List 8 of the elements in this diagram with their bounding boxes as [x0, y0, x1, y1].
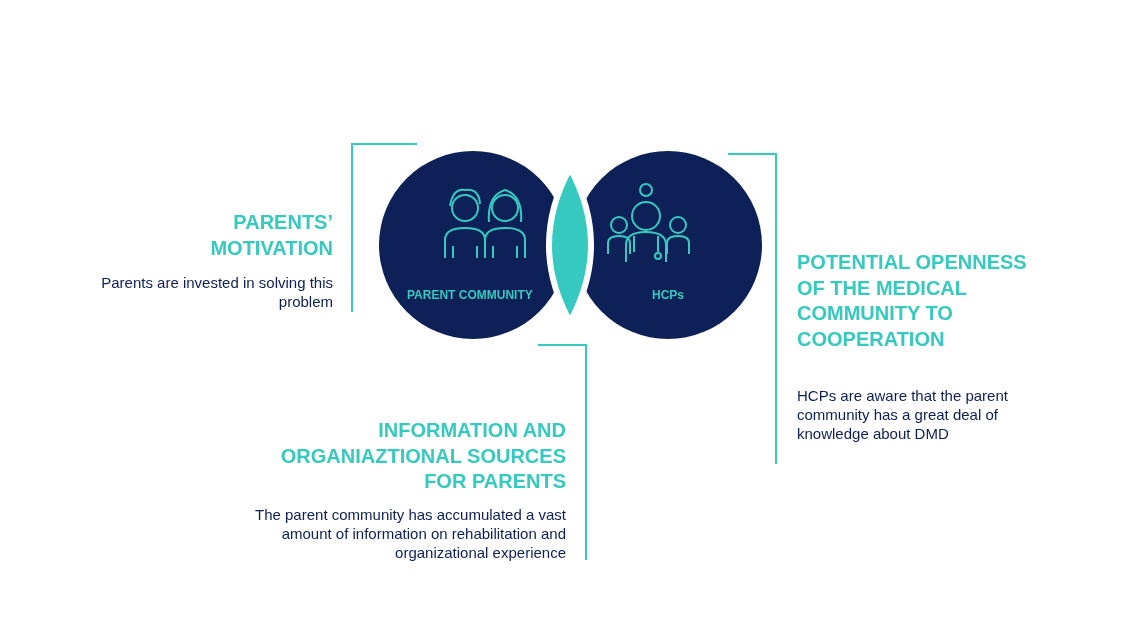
description-text: HCPs are aware that the parent community has a great deal of knowledge about DMD: [797, 386, 1009, 443]
circle-label: PARENT COMMUNITY: [407, 288, 533, 302]
heading-text: INFORMATION AND ORGANIAZTIONAL SOURCES FOR PARENTS: [279, 418, 566, 494]
description-text: The parent community has accumulated a vast amount of information on rehabilitation and organizational experience: [254, 504, 566, 562]
heading-text: POTENTIAL OPENNESS OF THE MEDICAL COMMUNITY TO COOPERATION: [797, 250, 1028, 352]
description-text: Parents are invested in solving this problem: [100, 273, 333, 311]
circle-label: HCPs: [652, 288, 684, 302]
heading-text: PARENTS’ MOTIVATION: [209, 210, 333, 261]
